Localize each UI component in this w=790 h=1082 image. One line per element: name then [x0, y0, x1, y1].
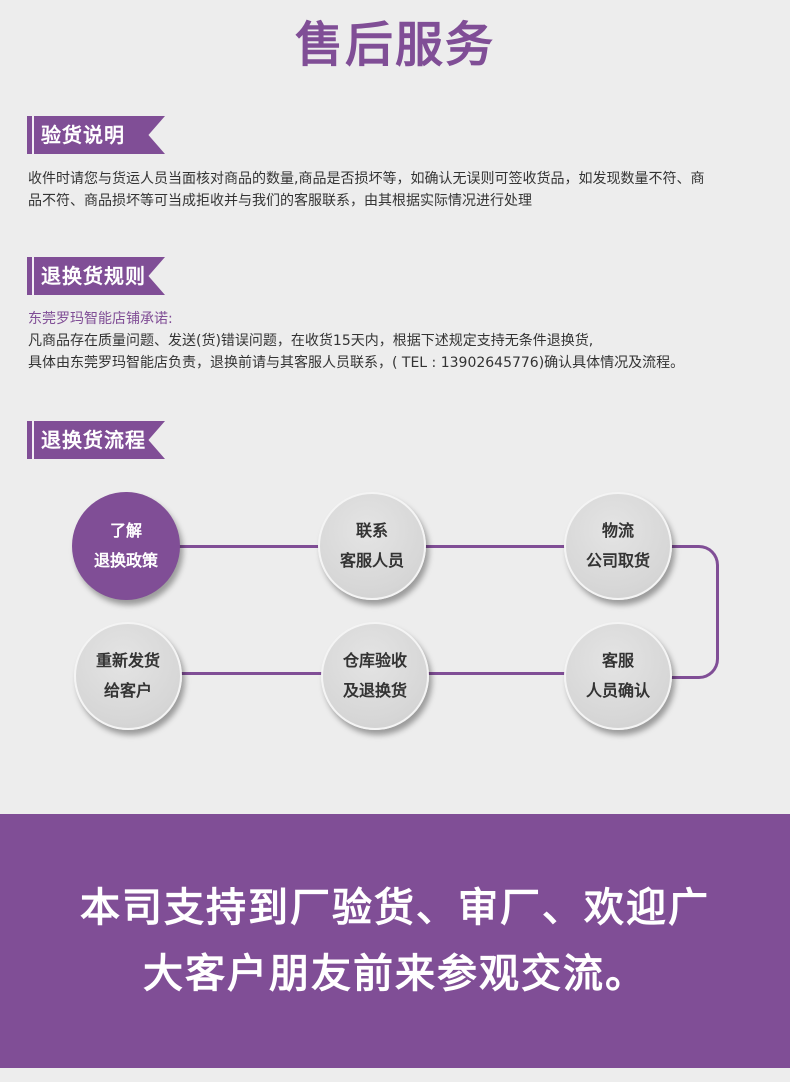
- step-label: 给客户: [103, 681, 152, 700]
- process-step-5: 仓库验收 及退换货: [321, 622, 429, 730]
- process-step-1: 了解 退换政策: [72, 492, 180, 600]
- banner-line: 大客户朋友前来参观交流。: [143, 951, 647, 997]
- process-step-6: 重新发货 给客户: [74, 622, 182, 730]
- factory-visit-banner: 本司支持到厂验货、审厂、欢迎广 大客户朋友前来参观交流。: [0, 814, 790, 1068]
- page-title: 售后服务: [294, 17, 495, 73]
- step-label: 了解: [109, 521, 142, 540]
- section-heading-label: 退换货流程: [41, 428, 146, 452]
- inspection-text: 收件时请您与货运人员当面核对商品的数量,商品是否损坏等，如确认无误则可签收货品，…: [28, 168, 763, 212]
- return-rules-text: 东莞罗玛智能店铺承诺: 凡商品存在质量问题、发送(货)错误问题，在收货15天内，…: [28, 308, 763, 374]
- process-step-4: 客服 人员确认: [564, 622, 672, 730]
- step-label: 联系: [355, 521, 388, 540]
- step-label: 人员确认: [585, 681, 650, 700]
- process-step-2: 联系 客服人员: [318, 492, 426, 600]
- connector-bracket-right: [670, 545, 719, 679]
- banner-line: 本司支持到厂验货、审厂、欢迎广: [80, 885, 710, 931]
- inspection-line: 收件时请您与货运人员当面核对商品的数量,商品是否损坏等，如确认无误则可签收货品，…: [28, 171, 705, 187]
- store-promise-label: 东莞罗玛智能店铺承诺:: [28, 311, 173, 327]
- process-step-3: 物流 公司取货: [564, 492, 672, 600]
- section-heading-return-process: 退换货流程: [27, 421, 165, 459]
- step-label: 公司取货: [585, 551, 650, 570]
- step-label: 重新发货: [95, 651, 160, 670]
- section-heading-label: 退换货规则: [41, 264, 146, 288]
- step-label: 客服人员: [339, 551, 404, 570]
- step-label: 仓库验收: [342, 651, 407, 670]
- return-rule-line: 具体由东莞罗玛智能店负责，退换前请与其客服人员联系，( TEL : 139026…: [28, 355, 685, 371]
- step-label: 及退换货: [342, 681, 407, 700]
- inspection-line: 品不符、商品损坏等可当成拒收并与我们的客服联系，由其根据实际情况进行处理: [28, 193, 532, 209]
- section-heading-label: 验货说明: [41, 123, 125, 147]
- step-label: 客服: [601, 651, 634, 670]
- step-label: 退换政策: [93, 551, 158, 570]
- section-heading-inspection: 验货说明: [27, 116, 165, 154]
- section-heading-return-rules: 退换货规则: [27, 257, 165, 295]
- step-label: 物流: [601, 521, 634, 540]
- return-rule-line: 凡商品存在质量问题、发送(货)错误问题，在收货15天内，根据下述规定支持无条件退…: [28, 333, 594, 349]
